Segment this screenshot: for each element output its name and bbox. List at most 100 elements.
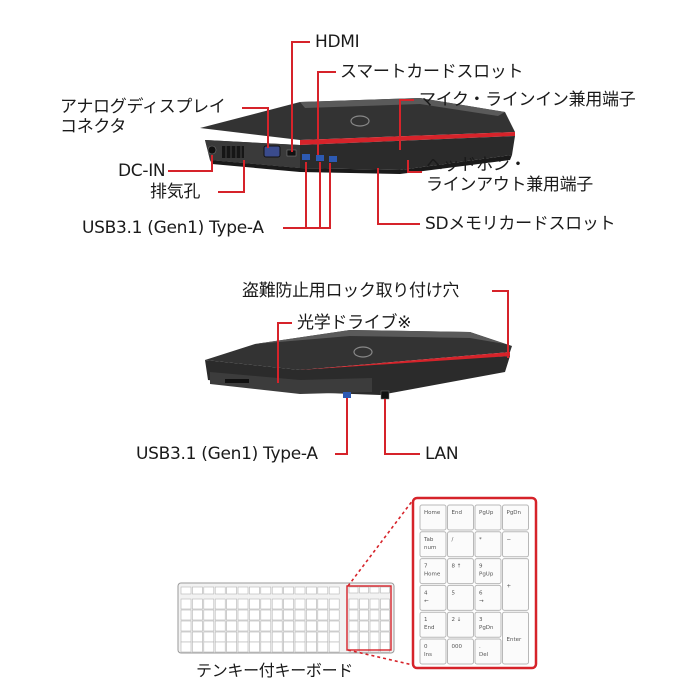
numpad-key-label: ←	[424, 598, 429, 604]
mini-numpad-key	[348, 609, 359, 621]
label-usb-2: USB3.1 (Gen1) Type-A	[136, 444, 318, 464]
numpad-key	[502, 504, 529, 531]
zoom-lines	[347, 499, 414, 666]
numpad-key	[474, 638, 502, 665]
mini-key	[260, 620, 272, 632]
mini-key	[328, 586, 340, 595]
numpad-key-label: End	[424, 625, 434, 631]
mini-key	[271, 620, 283, 632]
mini-key	[294, 631, 306, 643]
mini-numpad-key	[359, 620, 369, 632]
mini-key	[214, 631, 226, 643]
mini-key	[214, 609, 226, 621]
numpad-key	[447, 638, 474, 665]
mini-key	[283, 641, 294, 653]
mini-key	[294, 609, 306, 621]
label-lan: LAN	[425, 444, 459, 464]
mini-key	[317, 641, 329, 653]
mini-key	[192, 631, 203, 643]
mini-key	[214, 586, 226, 595]
exhaust-vents	[222, 146, 244, 158]
numpad-key	[447, 504, 474, 531]
numpad-key-label: 4	[424, 590, 428, 596]
mini-key	[203, 586, 215, 595]
mini-key	[237, 641, 249, 653]
numpad-key-label: 000	[452, 644, 463, 650]
mini-key	[226, 631, 237, 643]
mini-key	[214, 620, 226, 632]
mini-key	[203, 620, 215, 632]
label-usb-1: USB3.1 (Gen1) Type-A	[82, 218, 264, 238]
mini-key	[249, 598, 260, 610]
mini-key	[283, 586, 294, 595]
numpad-key-label: Ins	[424, 652, 432, 658]
mini-key	[249, 631, 260, 643]
lid-red-trim	[300, 132, 515, 145]
mini-key	[237, 620, 249, 632]
mini-key	[306, 620, 317, 632]
label-dc-in: DC-IN	[118, 161, 166, 181]
numpad-key	[474, 504, 502, 531]
numpad-key	[474, 558, 502, 585]
numpad-key-label: End	[452, 510, 462, 516]
mini-numpad-key	[359, 598, 369, 610]
mini-key	[192, 609, 203, 621]
mini-key	[260, 641, 272, 653]
mini-key	[328, 631, 340, 643]
mini-key	[226, 620, 237, 632]
label-analog-display-1: アナログディスプレイ	[60, 97, 226, 117]
mini-key	[192, 586, 203, 595]
numpad-highlight	[346, 585, 392, 651]
label-analog-display-2: コネクタ	[60, 117, 127, 137]
mini-numpad-key	[380, 641, 390, 653]
mini-key	[203, 598, 215, 610]
numpad-key	[419, 584, 447, 611]
mini-key	[306, 586, 317, 595]
numpad-key-label: PgUp	[479, 572, 494, 578]
mini-numpad-key	[380, 620, 390, 632]
mini-numpad-key	[369, 598, 380, 610]
mini-numpad-key	[359, 631, 369, 643]
numpad-key-label: Enter	[507, 637, 523, 643]
mini-key	[237, 598, 249, 610]
mini-key	[328, 609, 340, 621]
numpad-key	[447, 611, 474, 638]
mini-key	[237, 586, 249, 595]
label-sd-slot: SDメモリカードスロット	[425, 214, 616, 234]
label-headphone-1: ヘッドホン・	[426, 155, 527, 175]
numpad-key	[447, 531, 474, 558]
callout-lines-2	[277, 290, 509, 455]
mini-key	[317, 598, 329, 610]
numpad-key	[419, 558, 447, 585]
label-hdmi: HDMI	[315, 32, 360, 52]
numpad-key-label: +	[507, 584, 512, 590]
numpad-key-label: −	[507, 537, 512, 543]
mini-key	[226, 598, 237, 610]
mini-numpad-key	[380, 586, 390, 594]
numpad-key-label: Del	[479, 652, 489, 658]
mini-key	[294, 586, 306, 595]
mini-key	[249, 586, 260, 595]
mini-numpad-key	[369, 641, 380, 653]
numpad-key-label: PgUp	[479, 510, 494, 516]
mini-key	[317, 586, 329, 595]
mini-key	[203, 641, 215, 653]
numpad-key	[474, 611, 502, 638]
mini-key	[180, 586, 192, 595]
numpad-key-label: PgDn	[479, 625, 494, 631]
numpad-key	[502, 611, 529, 665]
mini-key	[214, 641, 226, 653]
numpad-key	[447, 558, 474, 585]
numpad-key-label: 1	[424, 617, 428, 623]
mini-key	[294, 620, 306, 632]
numpad-key-label: *	[479, 537, 482, 543]
mini-key	[214, 598, 226, 610]
laptop-lid-2	[205, 330, 512, 370]
optical-drive	[210, 372, 372, 394]
label-exhaust: 排気孔	[150, 182, 201, 202]
mini-key	[294, 641, 306, 653]
numpad-key-label: 6	[479, 590, 483, 596]
lan-port	[380, 390, 390, 400]
